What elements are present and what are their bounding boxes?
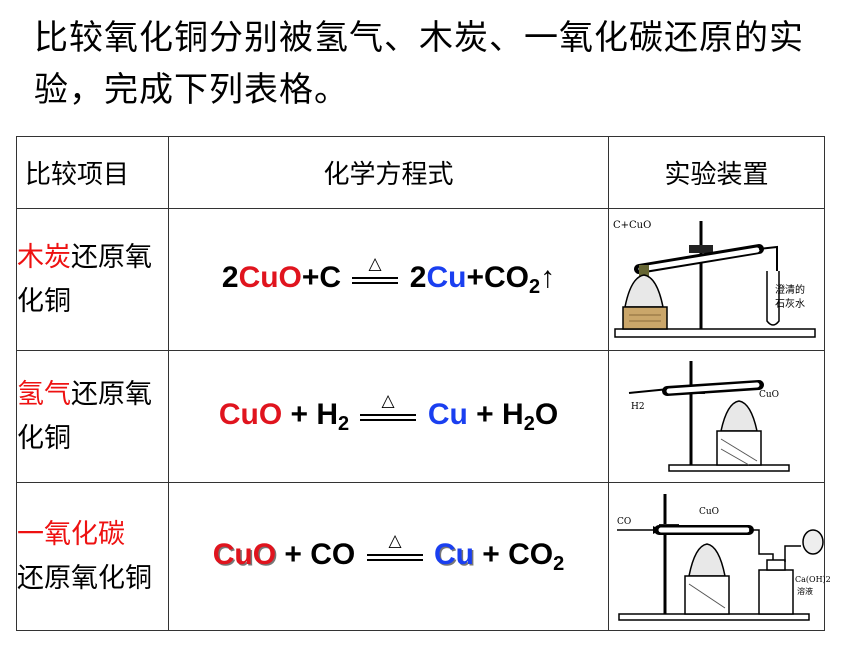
apparatus-label: CuO — [699, 507, 719, 517]
table-header-row: 比较项目 化学方程式 实验装置 — [16, 136, 825, 209]
apparatus-co-drawing: CO CuO Ca(OH)2 溶液 — [617, 493, 831, 621]
subscript: 2 — [523, 412, 535, 435]
table-row: 木炭还原氧化铜 2CuO+C △ 2Cu+CO2↑ C+CuO — [16, 208, 825, 351]
comparison-table: 比较项目 化学方程式 实验装置 木炭还原氧化铜 2CuO+C △ 2Cu+CO2… — [16, 136, 831, 631]
reactant-cuo: CuO — [218, 397, 283, 431]
apparatus-carbon: C+CuO 澄清的 石灰水 — [608, 208, 825, 351]
equation-hydrogen: CuO + H2 △ Cu + H2O — [168, 350, 609, 483]
header-item: 比较项目 — [16, 136, 169, 209]
heat-condition: △ — [357, 391, 419, 431]
row-label-co: 一氧化碳还原氧化铜 — [16, 482, 169, 631]
apparatus-label: 澄清的 — [775, 283, 805, 296]
table-row: 一氧化碳还原氧化铜 CuO + CO △ Cu + CO2 CO — [16, 482, 831, 631]
apparatus-label: 溶液 — [797, 586, 813, 596]
page-title: 比较氧化铜分别被氢气、木炭、一氧化碳还原的实验，完成下列表格。 — [34, 18, 804, 110]
heat-symbol: △ — [369, 254, 383, 274]
apparatus-label: Ca(OH)2 — [795, 575, 831, 584]
heat-symbol: △ — [382, 391, 396, 411]
label-rest: 还原氧化铜 — [17, 241, 152, 317]
reducer-name: 一氧化碳 — [17, 518, 125, 550]
apparatus-hydrogen: H2 CuO — [608, 350, 825, 483]
heat-condition: △ — [364, 531, 426, 571]
product-cu: Cu — [427, 397, 468, 431]
gas-arrow: ↑ — [540, 260, 556, 294]
apparatus-label: CO — [617, 517, 631, 527]
reactant-cuo: CuO — [238, 260, 302, 294]
subscript: 2 — [338, 412, 350, 435]
apparatus-label: CuO — [759, 390, 779, 400]
apparatus-hydrogen-drawing: H2 CuO — [628, 360, 790, 472]
reactant-h2: + H — [282, 397, 339, 431]
apparatus-label: H2 — [631, 402, 645, 412]
row-label-carbon: 木炭还原氧化铜 — [16, 208, 169, 351]
product-o: O — [534, 397, 559, 431]
table-row: 氢气还原氧化铜 CuO + H2 △ Cu + H2O H2 — [16, 350, 825, 483]
reactant-c: +C — [301, 260, 342, 294]
label-rest: 还原氧化铜 — [17, 562, 152, 594]
coefficient: 2 — [409, 260, 427, 294]
product-cu: Cu — [426, 260, 467, 294]
reducer-name: 氢气 — [17, 378, 71, 410]
product-co2: +CO — [466, 260, 529, 294]
header-equation: 化学方程式 — [168, 136, 609, 209]
reactant-cuo: CuO — [212, 537, 277, 571]
reducer-name: 木炭 — [17, 241, 71, 273]
reactant-co: + CO — [276, 537, 356, 571]
coefficient: 2 — [221, 260, 239, 294]
subscript: 2 — [553, 552, 565, 575]
product-cu: Cu — [433, 537, 474, 571]
apparatus-label: 石灰水 — [775, 297, 805, 310]
heat-symbol: △ — [388, 531, 402, 551]
subscript: 2 — [528, 275, 541, 298]
row-label-hydrogen: 氢气还原氧化铜 — [16, 350, 169, 483]
label-rest: 还原氧化铜 — [17, 378, 152, 454]
apparatus-label: C+CuO — [613, 220, 651, 231]
header-apparatus: 实验装置 — [608, 136, 825, 209]
product-co2: + CO — [473, 537, 554, 571]
equation-co: CuO + CO △ Cu + CO2 — [168, 482, 609, 631]
equation-carbon: 2CuO+C △ 2Cu+CO2↑ — [168, 208, 609, 351]
apparatus-co: CO CuO Ca(OH)2 溶液 — [608, 482, 831, 631]
product-h2o: + H — [467, 397, 524, 431]
apparatus-carbon-drawing: C+CuO 澄清的 石灰水 — [613, 220, 816, 338]
heat-condition: △ — [349, 254, 401, 294]
